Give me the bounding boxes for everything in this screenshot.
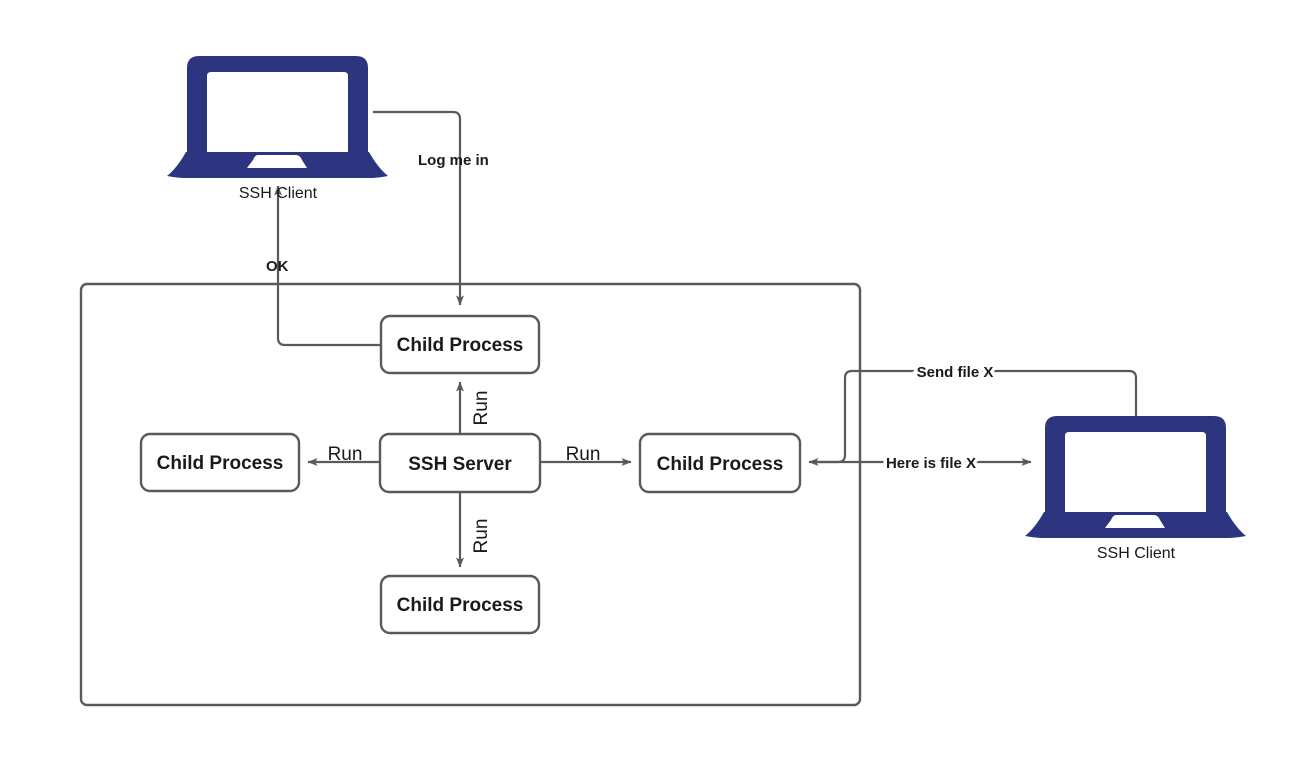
edge-label-send-file-x: Send file X	[917, 364, 994, 381]
edge-label-run-left: Run	[328, 444, 363, 465]
device-ssh-client-top[interactable]: SSH Client	[167, 56, 388, 202]
edge-label-ok: OK	[266, 258, 289, 275]
edge-label-run-right: Run	[566, 444, 601, 465]
device-ssh-client-right[interactable]: SSH Client	[1025, 416, 1246, 562]
node-child-process-bottom[interactable]	[379, 574, 541, 635]
edge-ok	[274, 185, 381, 347]
node-child-process-bottom-label: Child Process	[397, 595, 524, 616]
device-ssh-client-top-caption: SSH Client	[239, 185, 318, 202]
laptop-icon	[167, 56, 388, 178]
node-ssh-server-label: SSH Server	[408, 454, 512, 475]
node-child-process-right-label: Child Process	[657, 454, 784, 475]
laptop-icon	[1025, 416, 1246, 538]
edge-log-me-in	[373, 110, 464, 306]
device-ssh-client-right-caption: SSH Client	[1097, 545, 1176, 562]
edge-label-run-top: Run	[471, 391, 492, 426]
node-child-process-left[interactable]	[139, 432, 301, 493]
node-ssh-server[interactable]	[378, 432, 542, 494]
edge-label-run-bottom: Run	[471, 519, 492, 554]
node-child-process-top-label: Child Process	[397, 335, 524, 356]
node-child-process-left-label: Child Process	[157, 453, 284, 474]
node-child-process-top[interactable]	[379, 314, 541, 375]
edge-label-here-is-file-x: Here is file X	[886, 455, 976, 472]
edge-label-log-me-in: Log me in	[418, 152, 489, 169]
ssh-server-host-boundary	[79, 282, 862, 707]
node-child-process-right[interactable]	[638, 432, 802, 494]
